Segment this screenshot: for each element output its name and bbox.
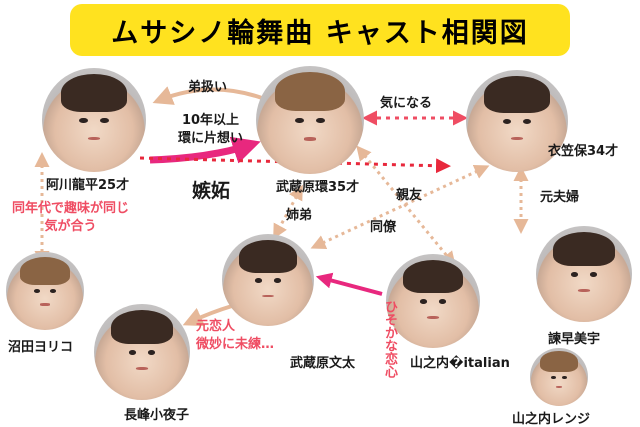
avatar-akina (386, 254, 480, 348)
avatar-ryuhei (42, 68, 146, 172)
label-doryo: 同僚 (370, 220, 397, 235)
label-otoutoatsukai: 弟扱い (188, 80, 228, 95)
name-akina: 山之内�italian (410, 356, 510, 371)
arrow-hisokanakoi (315, 272, 383, 296)
label-shitto: 嫉妬 (192, 180, 231, 202)
avatar-bunta (222, 234, 314, 326)
name-tamaki: 武蔵原環35才 (276, 180, 360, 195)
name-ryuhei: 阿川龍平25才 (46, 178, 130, 193)
avatar-yoriko (6, 252, 84, 330)
name-renji: 山之内レンジ (512, 412, 591, 427)
page-title: ムサシノ輪舞曲 キャスト相関図 (111, 17, 529, 49)
label-motokoibito: 元恋人 微妙に未練… (196, 319, 275, 352)
avatar-renji (530, 348, 588, 406)
label-onaidai: 同年代で趣味が同じ 気が合う (12, 201, 130, 234)
label-shinyu: 親友 (396, 188, 423, 203)
arrow-shitei (273, 184, 303, 240)
name-sayoko: 長峰小夜子 (124, 408, 190, 423)
label-motofufu: 元夫婦 (540, 190, 580, 205)
label-hisokanakoi: ひそかな恋心 (382, 300, 397, 378)
name-misaki: 諫早美宇 (548, 332, 601, 347)
label-kataomoi: 10年以上 環に片想い (178, 113, 244, 146)
name-kinugasa: 衣笠保34才 (548, 144, 619, 159)
arrow-otoutoatsukai (152, 86, 263, 105)
name-bunta: 武蔵原文太 (290, 356, 356, 371)
avatar-tamaki (256, 66, 364, 174)
arrow-doryo (310, 164, 490, 250)
label-kininaru: 気になる (380, 96, 433, 111)
title-banner: ムサシノ輪舞曲 キャスト相関図 (70, 4, 570, 56)
avatar-sayoko (94, 304, 190, 400)
arrow-kataomoi (149, 136, 261, 164)
label-shitei: 姉弟 (286, 208, 313, 223)
avatar-kinugasa (466, 70, 568, 172)
name-yoriko: 沼田ヨリコ (8, 340, 74, 355)
arrow-motokoibito (182, 304, 233, 327)
avatar-misaki (536, 226, 632, 322)
